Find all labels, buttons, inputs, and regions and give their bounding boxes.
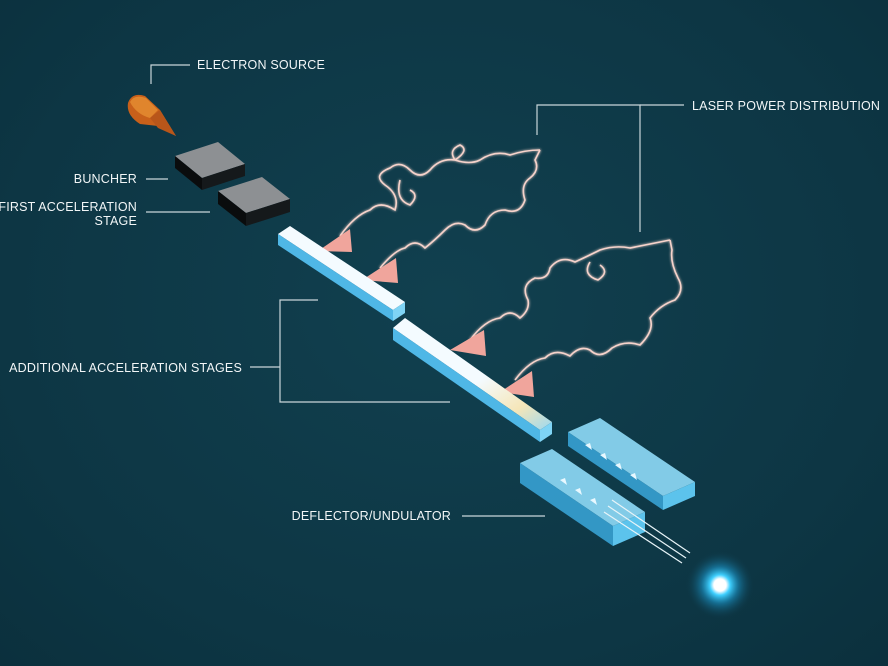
label-buncher: BUNCHER: [74, 172, 137, 186]
label-laser-distribution: LASER POWER DISTRIBUTION: [692, 99, 880, 113]
buncher-block: [175, 142, 245, 190]
first-acceleration-block: [218, 177, 290, 226]
label-deflector: DEFLECTOR/UNDULATOR: [292, 509, 451, 523]
laser-waveguides: [339, 144, 682, 381]
label-additional-stages: ADDITIONAL ACCELERATION STAGES: [9, 361, 242, 375]
label-electron-source: ELECTRON SOURCE: [197, 58, 325, 72]
laser-couplers: [318, 229, 534, 397]
deflector-undulator: [520, 418, 695, 546]
acceleration-stage-1: [278, 226, 405, 321]
acceleration-stage-2: [393, 318, 552, 442]
leader-lines: [146, 64, 684, 517]
electron-source: [127, 94, 176, 136]
electron-beam: [603, 499, 691, 564]
light-emission-glow: [686, 551, 754, 619]
label-first-acceleration-stage: STAGE: [95, 214, 137, 228]
label-first-acceleration: FIRST ACCELERATION: [0, 200, 137, 214]
